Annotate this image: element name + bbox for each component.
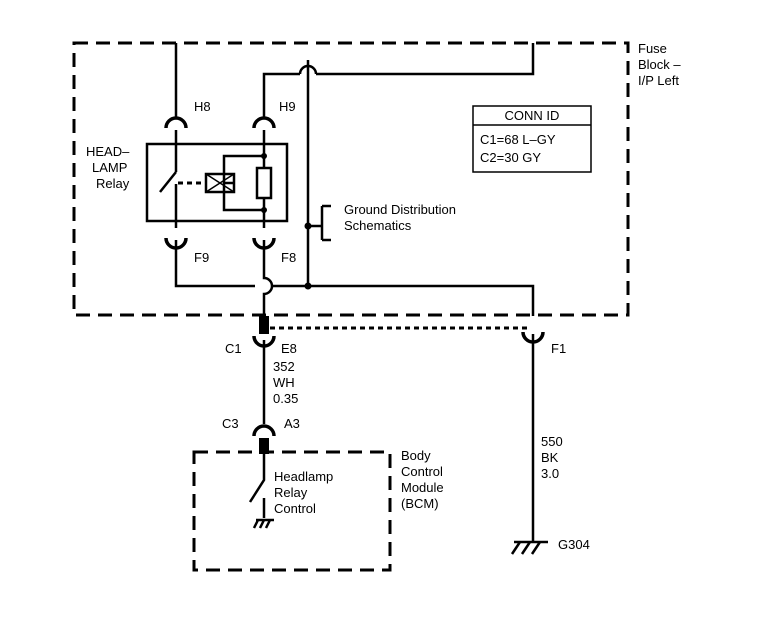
conn-id-c1: C1=68 L–GY <box>480 132 556 147</box>
bcm-input-label-1: Headlamp <box>274 469 333 484</box>
conn-id-header: CONN ID <box>505 108 560 123</box>
headlamp-relay-box <box>145 142 289 223</box>
bcm-label-1: Body <box>401 448 431 463</box>
connector-c3-a3 <box>252 424 276 437</box>
wire-352-circuit: 352 <box>273 359 295 374</box>
wire-352-gauge: 0.35 <box>273 391 298 406</box>
relay-switch-blade <box>159 171 177 193</box>
conn-id-c2: C2=30 GY <box>480 150 541 165</box>
bcm-label-2: Control <box>401 464 443 479</box>
wire-550-color: BK <box>541 450 559 465</box>
bcm-label-3: Module <box>401 480 444 495</box>
terminal-h9-label: H9 <box>279 99 296 114</box>
terminal-h8-label: H8 <box>194 99 211 114</box>
fuse-block-label-3: I/P Left <box>638 73 679 88</box>
bcm-label-4: (BCM) <box>401 496 439 511</box>
wire-h9-top <box>262 72 300 118</box>
bcm-internal-ground-icon <box>252 518 274 529</box>
relay-coil-loop <box>222 154 264 212</box>
wire-ground-horizontal <box>272 284 535 316</box>
wire-f8-down <box>262 240 274 316</box>
wire-550-gauge: 3.0 <box>541 466 559 481</box>
terminal-f9-label: F9 <box>194 250 209 265</box>
ground-g304-label: G304 <box>558 537 590 552</box>
wire-550-circuit: 550 <box>541 434 563 449</box>
connector-a3-label: A3 <box>284 416 300 431</box>
ground-ref-bracket <box>308 204 331 242</box>
ground-ref-label-1: Ground Distribution <box>344 202 456 217</box>
connector-c1-label: C1 <box>225 341 242 356</box>
connector-c3-label: C3 <box>222 416 239 431</box>
bcm-input-label-3: Control <box>274 501 316 516</box>
terminal-h8 <box>164 116 188 129</box>
relay-label-2: LAMP <box>92 160 127 175</box>
wire-352-color: WH <box>273 375 295 390</box>
relay-label-3: Relay <box>96 176 130 191</box>
bcm-input-label-2: Relay <box>274 485 308 500</box>
conn-id-table: CONN ID C1=68 L–GY C2=30 GY <box>472 105 592 173</box>
ground-g304-icon <box>510 540 548 555</box>
bcm-outline <box>192 450 392 572</box>
terminal-h9 <box>252 116 276 129</box>
wire-feed-top <box>316 43 535 76</box>
wire-f9-bottom <box>174 240 255 288</box>
fuse-block-outline <box>72 41 630 317</box>
bcm-input-wire <box>248 454 266 503</box>
fuse-block-label-1: Fuse <box>638 41 667 56</box>
relay-resistor <box>255 166 273 200</box>
connector-f1-label: F1 <box>551 341 566 356</box>
fuse-block-label-2: Block – <box>638 57 681 72</box>
connector-c1-pin-e8 <box>259 316 269 334</box>
terminal-f8-label: F8 <box>281 250 296 265</box>
connector-e8-label: E8 <box>281 341 297 356</box>
relay-label-1: HEAD– <box>86 144 130 159</box>
connector-c3-pin-a3 <box>259 438 269 454</box>
ground-ref-label-2: Schematics <box>344 218 412 233</box>
